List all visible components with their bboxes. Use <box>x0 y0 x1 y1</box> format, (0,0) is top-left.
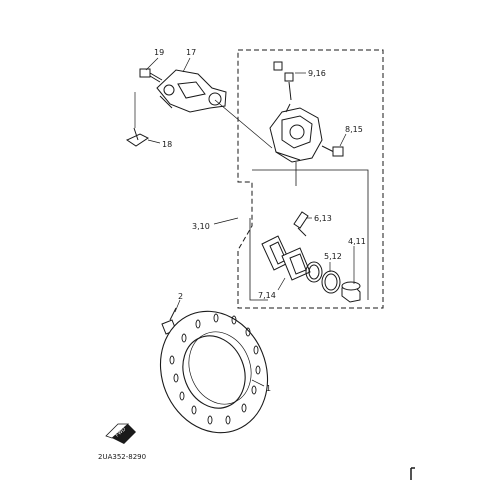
leader-1 <box>251 379 265 387</box>
callout-18: 18 <box>162 140 172 149</box>
leader-17 <box>182 57 191 73</box>
disc-vent-holes <box>169 313 261 425</box>
brake-disc-1 <box>159 310 269 434</box>
pad-bracket <box>249 218 268 301</box>
caliper-bracket-17 <box>156 69 227 113</box>
callout-3-10: 3,10 <box>192 222 210 231</box>
callout-9-16: 9,16 <box>308 69 326 78</box>
callout-1: 1 <box>266 384 271 393</box>
seal-ring <box>321 270 341 294</box>
pad-spring-6-13 <box>293 211 309 237</box>
bolt-8-15 <box>321 145 344 157</box>
caliper-assembly-boundary <box>237 49 384 309</box>
callout-7-14: 7,14 <box>258 291 276 300</box>
forward-direction-arrow-icon <box>105 423 136 444</box>
callout-19: 19 <box>154 48 164 57</box>
assembly-guide-bracket-caliper <box>214 99 273 149</box>
seal-5-12 <box>305 261 323 283</box>
diagram-code: 2UA352-8290 <box>98 453 146 461</box>
leader-2 <box>174 299 181 313</box>
piston-4-11 <box>341 281 361 303</box>
leader-3-10 <box>213 217 239 225</box>
callout-8-15: 8,15 <box>345 125 363 134</box>
leader-18 <box>147 139 161 144</box>
leader-8-15 <box>339 133 347 147</box>
callout-6-13: 6,13 <box>314 214 332 223</box>
caliper-body <box>269 103 323 163</box>
bolt-19 <box>139 68 163 83</box>
clip-18 <box>125 127 149 147</box>
leader-7-14 <box>277 277 286 291</box>
callout-17: 17 <box>186 48 196 57</box>
inner-bracket <box>252 169 369 300</box>
brake-pads-7-14 <box>261 235 311 281</box>
leader-19 <box>145 57 159 71</box>
callout-4-11: 4,11 <box>348 237 366 246</box>
callout-5-12: 5,12 <box>324 252 342 261</box>
bleed-screw-9-16 <box>273 61 294 101</box>
callout-2: 2 <box>178 292 183 301</box>
